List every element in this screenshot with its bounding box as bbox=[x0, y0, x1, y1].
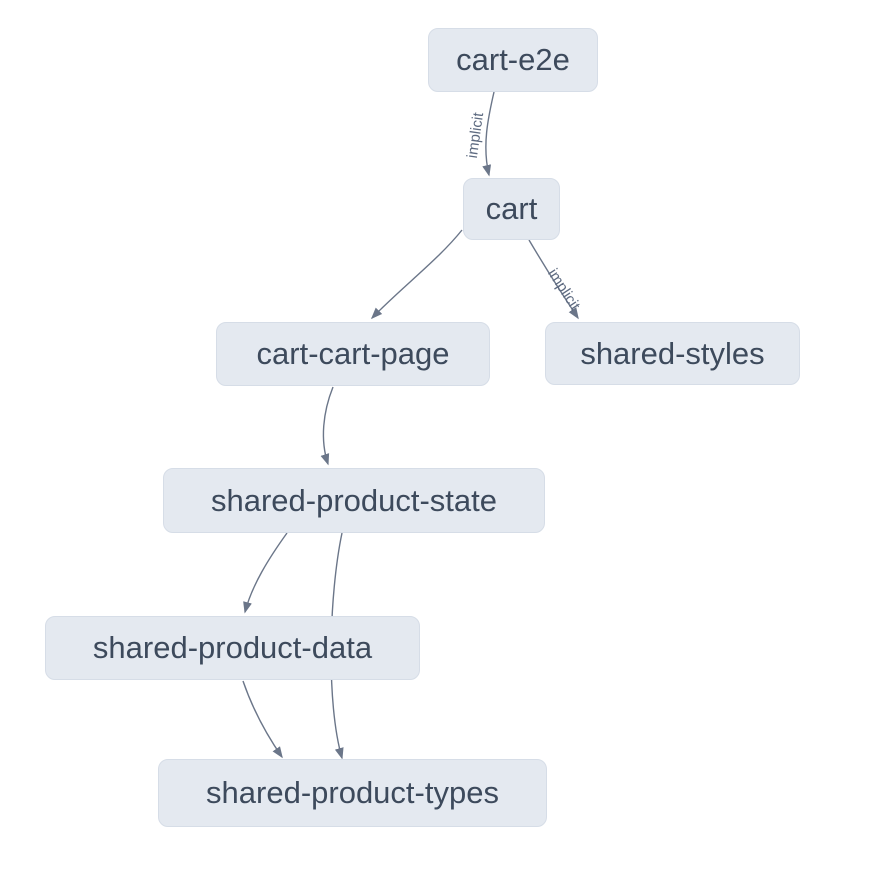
edge-cart-e2e-to-cart bbox=[482, 91, 495, 177]
edge-cart-to-shared-styles bbox=[528, 239, 579, 320]
node-shared-styles[interactable]: shared-styles bbox=[545, 322, 800, 385]
node-cart-e2e[interactable]: cart-e2e bbox=[428, 28, 598, 92]
node-cart[interactable]: cart bbox=[463, 178, 560, 240]
edge-cart-to-cart-cart-page bbox=[370, 229, 463, 320]
node-shared-product-types[interactable]: shared-product-types bbox=[158, 759, 547, 827]
node-label: cart-e2e bbox=[456, 42, 570, 77]
edge-label-implicit-cart-shared-styles: implicit bbox=[544, 266, 584, 314]
node-label: cart-cart-page bbox=[256, 336, 450, 371]
node-label: shared-product-data bbox=[92, 630, 373, 665]
node-label: shared-product-state bbox=[210, 482, 498, 518]
node-shared-product-data[interactable]: shared-product-data bbox=[45, 616, 420, 680]
node-label: shared-styles bbox=[580, 335, 765, 371]
node-cart-cart-page[interactable]: cart-cart-page bbox=[216, 322, 490, 386]
node-label: shared-product-types bbox=[206, 775, 499, 810]
edge-shared-product-data-to-shared-product-types bbox=[242, 680, 283, 759]
node-label: cart bbox=[485, 191, 538, 226]
node-shared-product-state[interactable]: shared-product-state bbox=[163, 468, 545, 533]
edge-shared-product-state-to-shared-product-data bbox=[243, 532, 288, 614]
edge-cart-cart-page-to-shared-product-state bbox=[320, 386, 334, 466]
edge-label-implicit-cart-e2e-cart: implicit bbox=[464, 111, 487, 160]
